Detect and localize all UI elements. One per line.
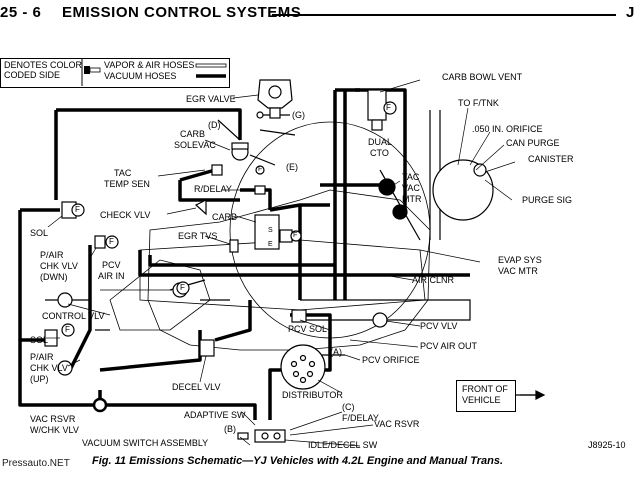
label-carb-bowl-vent: CARB BOWL VENT (442, 72, 523, 82)
label-vac-rsvr-chk-1: VAC RSVR (30, 414, 76, 424)
legend-vacuum: VACUUM HOSES (104, 71, 177, 81)
front-line2: VEHICLE (462, 395, 501, 405)
label-pcv-orifice: PCV ORIFICE (362, 355, 420, 365)
f-markers (61, 101, 397, 337)
label-can-purge: CAN PURGE (506, 138, 560, 148)
label-p-air-up-2: CHK VLV (30, 363, 68, 373)
components (44, 79, 494, 443)
leader-lines (46, 79, 516, 447)
label-b: (B) (224, 424, 236, 434)
e-mark-carb: E (268, 241, 273, 248)
label-d: (D) (208, 120, 221, 130)
label-tac-vac-mtr-3: MTR (402, 194, 422, 204)
label-egr-tvs: EGR TVS (178, 231, 218, 241)
header-rule (272, 14, 616, 16)
f-mark-sol-top: F (75, 205, 80, 214)
label-egr-valve: EGR VALVE (186, 94, 236, 104)
legend-left-line1: DENOTES COLOR (4, 60, 83, 70)
label-air-clnr: AIR CLNR (412, 275, 455, 285)
figure-code: J8925-10 (588, 440, 626, 450)
page-edge-letter: J (626, 4, 635, 21)
label-control-vlv: CONTROL VLV (42, 311, 105, 321)
label-vac-rsvr: VAC RSVR (374, 419, 420, 429)
f-mark-p-air-dwn: F (109, 237, 114, 246)
label-dual-cto-2: CTO (370, 148, 389, 158)
label-sol-bot: SOL (30, 335, 49, 345)
label-p-air-dwn-2: CHK VLV (40, 261, 78, 271)
page-number: 25 - 6 (0, 4, 42, 21)
label-pcv-sol: PCV SOL (288, 324, 328, 334)
label-pcv-air-in-1: PCV (102, 260, 121, 270)
f-mark-pcv-air-in: F (180, 283, 185, 292)
front-of-vehicle-label: FRONT OF VEHICLE (462, 384, 508, 406)
legend-box (0, 58, 230, 88)
label-vacuum-switch-assembly: VACUUM SWITCH ASSEMBLY (82, 438, 209, 448)
label-evap-sys-1: EVAP SYS (498, 255, 542, 265)
label-distributor: DISTRIBUTOR (282, 390, 343, 400)
label-sol-top: SOL (30, 228, 49, 238)
legend-vapor-air: VAPOR & AIR HOSES (104, 60, 195, 70)
label-e: (E) (286, 162, 298, 172)
label-carb-solevac-1: CARB (180, 129, 206, 139)
front-of-vehicle-box (456, 380, 516, 412)
label-tac-temp-2: TEMP SEN (104, 179, 150, 189)
label-tac-vac-mtr-2: VAC (402, 183, 420, 193)
label-g: (G) (292, 110, 305, 120)
front-arrow (514, 390, 546, 400)
label-r-delay: R/DELAY (194, 184, 232, 194)
figure-caption: Fig. 11 Emissions Schematic—YJ Vehicles … (92, 455, 504, 467)
label-to-f-tnk: TO F/TNK (458, 98, 499, 108)
label-c: (C) (342, 402, 355, 412)
page-title: EMISSION CONTROL SYSTEMS (62, 4, 302, 21)
label-idle-decel-sw: IDLE/DECEL SW (308, 440, 378, 450)
label-dual-cto-1: DUAL (368, 137, 393, 147)
label-a: (A) (330, 347, 342, 357)
front-line1: FRONT OF (462, 384, 508, 394)
label-carb-solevac-2: SOLEVAC (174, 140, 216, 150)
label-adaptive-sw: ADAPTIVE SW (184, 410, 246, 420)
label-pcv-vlv: PCV VLV (420, 321, 458, 331)
label-orifice: .050 IN. ORIFICE (472, 124, 543, 134)
watermark: Pressauto.NET (2, 458, 70, 469)
label-purge-sig: PURGE SIG (522, 195, 573, 205)
s-mark-carb: S (268, 227, 273, 234)
label-p-air-dwn-3: (DWN) (40, 272, 68, 282)
label-p-air-up-1: P/AIR (30, 352, 54, 362)
f-mark-sol-bot: F (65, 325, 70, 334)
f-mark-dual-cto: F (386, 103, 391, 112)
label-tac-temp-1: TAC (114, 168, 132, 178)
label-p-air-dwn-1: P/AIR (40, 250, 64, 260)
f-mark-carb: F (293, 232, 298, 239)
label-canister: CANISTER (528, 154, 574, 164)
legend-color-coded: DENOTES COLOR CODED SIDE (4, 60, 82, 80)
legend-left-line2: CODED SIDE (4, 70, 61, 80)
f-mark-r-delay: F (258, 166, 263, 173)
label-f-delay: F/DELAY (342, 413, 379, 423)
label-decel-vlv: DECEL VLV (172, 382, 221, 392)
label-pcv-air-in-2: AIR IN (98, 271, 125, 281)
label-pcv-air-out: PCV AIR OUT (420, 341, 478, 351)
label-carb: CARB (212, 212, 238, 222)
label-check-vlv: CHECK VLV (100, 210, 151, 220)
label-tac-vac-mtr-1: TAC (402, 172, 420, 182)
label-evap-sys-2: VAC MTR (498, 266, 538, 276)
label-p-air-up-3: (UP) (30, 374, 49, 384)
label-vac-rsvr-chk-2: W/CHK VLV (30, 425, 79, 435)
